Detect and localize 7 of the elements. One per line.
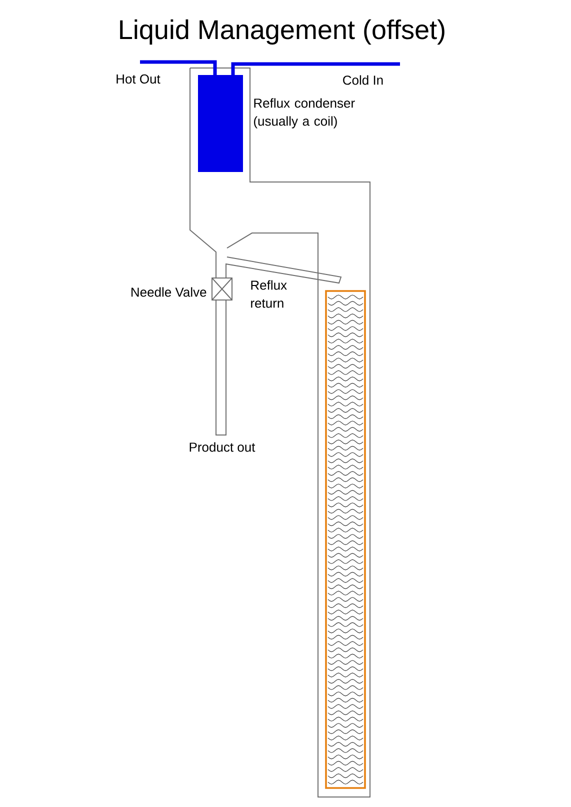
label: Cold In bbox=[343, 75, 383, 85]
label: Product out bbox=[190, 442, 256, 452]
label: Hot Out bbox=[116, 74, 160, 84]
label: Needle Valve bbox=[132, 287, 206, 297]
label: Reflux return bbox=[251, 280, 287, 308]
label: Reflux condenser (usually a coil) bbox=[254, 98, 355, 128]
title: Liquid Management (offset) bbox=[120, 19, 444, 45]
